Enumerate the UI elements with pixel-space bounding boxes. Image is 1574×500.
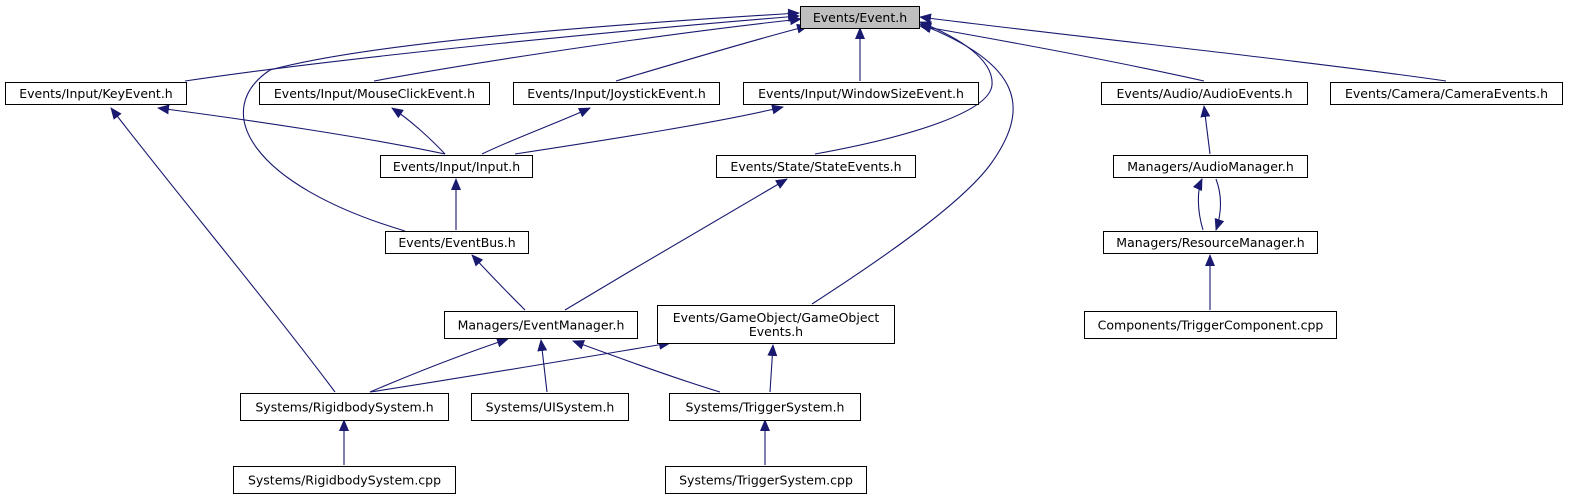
- node-label: Events/Input/Input.h: [393, 159, 520, 174]
- edge-input-to-windowsize: [514, 104, 784, 155]
- edge-gameobject-to-event: [811, 23, 1014, 305]
- node-box: [259, 82, 490, 105]
- node-box: [716, 155, 916, 178]
- node-joystick[interactable]: Events/Input/JoystickEvent.h: [513, 82, 720, 105]
- node-event: Events/Event.h: [800, 6, 920, 29]
- node-triggersystem[interactable]: Systems/TriggerSystem.h: [669, 393, 861, 421]
- node-label: Events/Input/KeyEvent.h: [19, 86, 172, 101]
- node-box: [669, 393, 861, 421]
- node-label: Components/TriggerComponent.cpp: [1098, 318, 1324, 333]
- node-box: [471, 393, 629, 421]
- node-box: [240, 393, 449, 421]
- node-box: [1084, 311, 1337, 339]
- edge-audioevents-to-event: [919, 22, 1205, 82]
- edge-eventbus-to-event: [242, 8, 800, 232]
- node-resourcemanager[interactable]: Managers/ResourceManager.h: [1103, 231, 1318, 254]
- edge-audiomanager-to-audioevents: [1200, 105, 1211, 155]
- node-label: Events/Input/WindowSizeEvent.h: [758, 86, 964, 101]
- edge-eventmanager-to-eventbus: [471, 254, 526, 311]
- edge-rigidbody-to-gameobject: [369, 339, 671, 393]
- node-triggercomponent[interactable]: Components/TriggerComponent.cpp: [1084, 311, 1337, 339]
- node-box: [444, 311, 638, 339]
- node-label: Managers/AudioManager.h: [1127, 159, 1294, 174]
- node-stateevents[interactable]: Events/State/StateEvents.h: [716, 155, 916, 178]
- node-box: [1330, 82, 1563, 105]
- node-label: Systems/UISystem.h: [486, 400, 615, 415]
- edge-eventmanager-to-stateevents: [564, 178, 788, 311]
- node-box: [800, 6, 920, 29]
- node-cameraevents[interactable]: Events/Camera/CameraEvents.h: [1330, 82, 1563, 105]
- node-box: [665, 466, 867, 494]
- node-box: [513, 82, 720, 105]
- edge-triggersystem-to-gameobject: [767, 344, 778, 393]
- node-eventmanager[interactable]: Managers/EventManager.h: [444, 311, 638, 339]
- node-label: Managers/EventManager.h: [458, 318, 625, 333]
- node-eventbus[interactable]: Events/EventBus.h: [385, 231, 529, 254]
- node-label: Systems/TriggerSystem.h: [686, 400, 845, 415]
- node-label: Systems/RigidbodySystem.cpp: [248, 473, 441, 488]
- node-label: Systems/TriggerSystem.cpp: [679, 473, 853, 488]
- node-box: [743, 82, 979, 105]
- node-label: Events/Event.h: [813, 10, 907, 25]
- node-label: Events/State/StateEvents.h: [730, 159, 901, 174]
- node-box: [1103, 231, 1318, 254]
- node-audioevents[interactable]: Events/Audio/AudioEvents.h: [1101, 82, 1308, 105]
- edge-joystick-to-event: [615, 23, 809, 82]
- edge-resourcemanager-to-audiomanager: [1192, 178, 1204, 231]
- node-label: Events/Audio/AudioEvents.h: [1116, 86, 1292, 101]
- node-box: [385, 231, 529, 254]
- node-label: Events/GameObject/GameObject: [673, 310, 880, 325]
- node-label: Events/Input/JoystickEvent.h: [527, 86, 706, 101]
- node-label: Managers/ResourceManager.h: [1116, 235, 1304, 250]
- edge-rigidbody-to-keyevent: [110, 107, 336, 393]
- node-box: [380, 155, 533, 178]
- node-rigidbodycpp[interactable]: Systems/RigidbodySystem.cpp: [233, 466, 456, 494]
- node-label: Events/EventBus.h: [398, 235, 515, 250]
- node-keyevent[interactable]: Events/Input/KeyEvent.h: [5, 82, 187, 105]
- edge-audiomanager-to-resourcemanager: [1214, 178, 1225, 231]
- edge-input-to-keyevent: [157, 104, 446, 155]
- node-box: [1101, 82, 1308, 105]
- node-triggercpp[interactable]: Systems/TriggerSystem.cpp: [665, 466, 867, 494]
- edge-mouseclick-to-event: [373, 15, 802, 82]
- node-mouseclick[interactable]: Events/Input/MouseClickEvent.h: [259, 82, 490, 105]
- edge-layer: [110, 8, 1447, 465]
- edge-stateevents-to-event: [814, 21, 993, 155]
- node-audiomanager[interactable]: Managers/AudioManager.h: [1113, 155, 1308, 178]
- node-label: Systems/RigidbodySystem.h: [255, 400, 433, 415]
- node-box: [1113, 155, 1308, 178]
- node-windowsize[interactable]: Events/Input/WindowSizeEvent.h: [743, 82, 979, 105]
- node-rigidbody[interactable]: Systems/RigidbodySystem.h: [240, 393, 449, 421]
- edge-triggersystem-to-eventmanager: [572, 340, 721, 393]
- edge-uisystem-to-eventmanager: [537, 339, 548, 393]
- edge-keyevent-to-event: [184, 11, 800, 82]
- edge-cameraevents-to-event: [919, 13, 1447, 82]
- node-input[interactable]: Events/Input/Input.h: [380, 155, 533, 178]
- node-box: [233, 466, 456, 494]
- node-box: [657, 305, 895, 344]
- node-box: [5, 82, 187, 105]
- node-uisystem[interactable]: Systems/UISystem.h: [471, 393, 629, 421]
- edge-input-to-mouseclick: [391, 107, 446, 155]
- node-label: Events/Input/MouseClickEvent.h: [274, 86, 475, 101]
- edge-rigidbody-to-eventmanager: [369, 337, 509, 393]
- node-label: Events.h: [749, 324, 803, 339]
- edge-input-to-joystick: [481, 107, 591, 155]
- node-label: Events/Camera/CameraEvents.h: [1345, 86, 1548, 101]
